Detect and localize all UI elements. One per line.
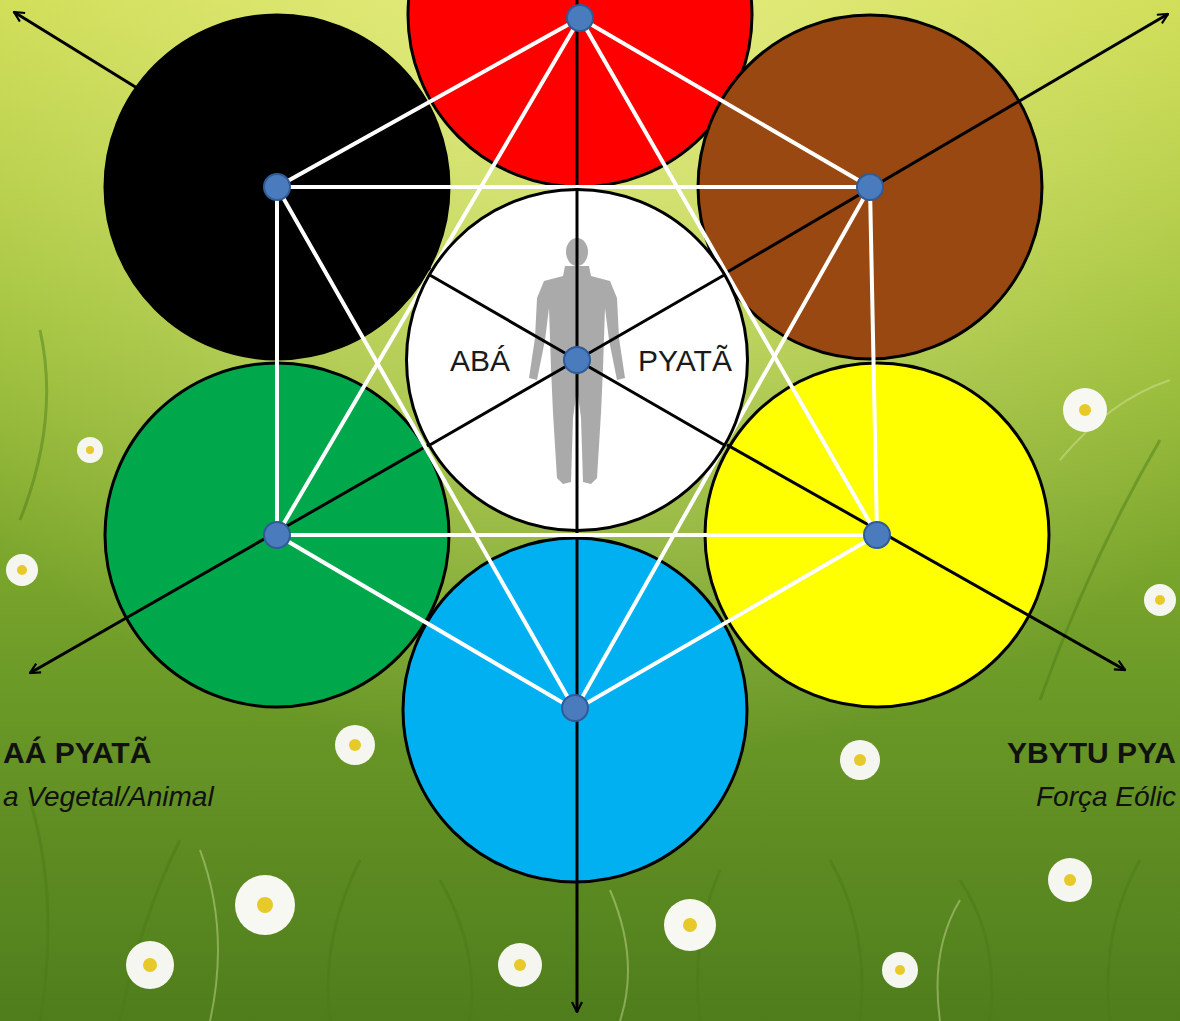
circle-label: PYATÃ: [638, 344, 732, 377]
white-circle: [407, 190, 748, 531]
center-dots: [264, 5, 890, 721]
force-title: YBYTU PYA: [1007, 736, 1176, 771]
white-flowers: [6, 228, 1176, 989]
force-subtitle: a Vegetal/Animal: [3, 781, 214, 813]
center-circle: ABÁ PYATÃ: [405, 188, 749, 532]
spoke-line: [576, 190, 579, 361]
blue-circle: [403, 538, 747, 882]
spoke-line: [576, 360, 579, 531]
force-subtitle: Força Eólic: [1036, 781, 1176, 813]
hexagram-lines: [277, 18, 877, 710]
center-dot: [564, 347, 590, 373]
circle-label: ABÁ: [450, 344, 510, 377]
force-title: AÁ PYATÃ: [3, 736, 151, 771]
direction-arrows: [14, 0, 1168, 1012]
